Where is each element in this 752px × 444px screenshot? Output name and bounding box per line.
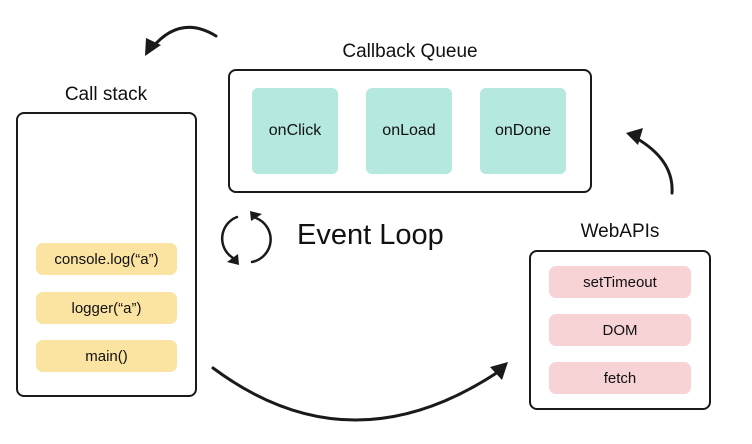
queue-to-stack-arrowhead (145, 38, 161, 56)
stack-to-webapis-arrowhead (490, 362, 508, 380)
callback-queue-title: Callback Queue (342, 41, 478, 62)
queue-item: onLoad (366, 88, 452, 174)
web-api-item: DOM (549, 314, 691, 346)
queue-item: onDone (480, 88, 566, 174)
webapis-to-queue-arrow (634, 136, 674, 195)
queue-to-stack-arrow (150, 26, 218, 50)
web-api-item: setTimeout (549, 266, 691, 298)
stack-frame: console.log(“a”) (36, 243, 177, 275)
event-loop-label: Event Loop (297, 219, 444, 251)
event-loop-cycle-icon (220, 211, 272, 265)
stack-frame: main() (36, 340, 177, 372)
webapis-to-queue-arrowhead (626, 128, 643, 145)
queue-item: onClick (252, 88, 338, 174)
stack-frame: logger(“a”) (36, 292, 177, 324)
stack-to-webapis-arrow (211, 366, 500, 422)
call-stack-title: Call stack (64, 84, 148, 105)
web-api-item: fetch (549, 362, 691, 394)
web-apis-title: WebAPIs (580, 221, 660, 242)
